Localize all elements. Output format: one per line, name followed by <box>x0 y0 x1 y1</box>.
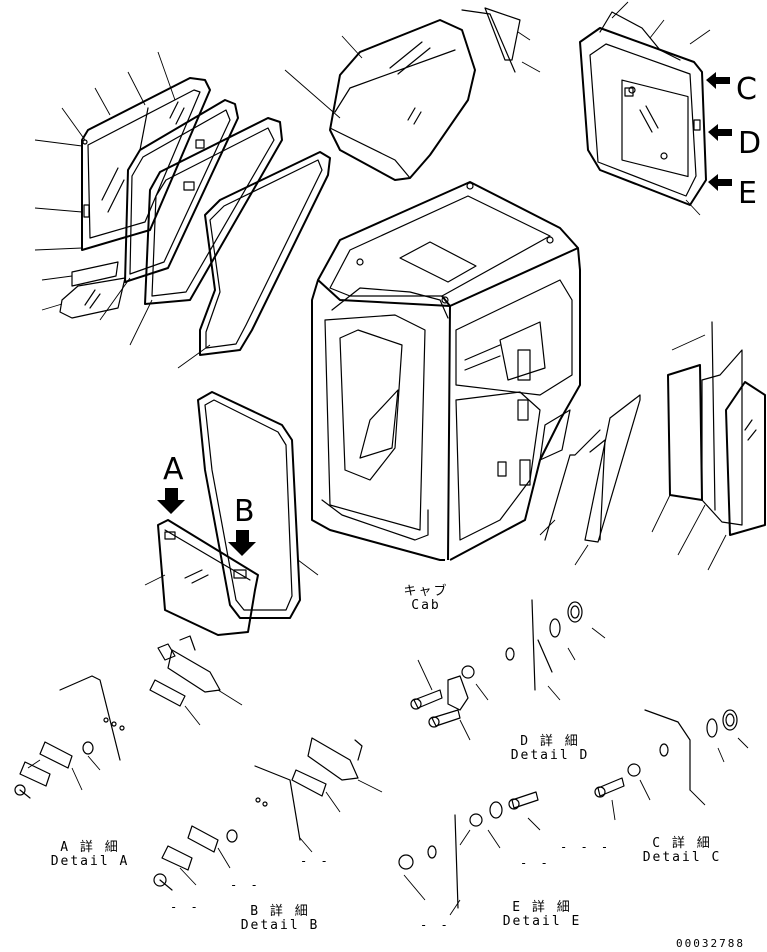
view-label-c: C <box>736 72 757 107</box>
view-arrow-a <box>157 488 185 514</box>
front-window-seal-1 <box>124 99 239 283</box>
detail-e-label-jp: E 詳 細 <box>512 900 572 915</box>
front-window-seal-3 <box>199 151 331 356</box>
dash-mark: - - <box>170 900 201 914</box>
detail-e-parts <box>398 791 541 916</box>
roof-glass <box>284 19 476 181</box>
roof-strip <box>461 7 541 73</box>
detail-b-label-jp: B 詳 細 <box>250 904 310 919</box>
detail-a-label-en: Detail A <box>50 854 130 869</box>
cab-body <box>311 181 581 561</box>
drawing-code: 00032788 <box>676 937 745 950</box>
front-window-seal-2 <box>144 117 283 305</box>
side-glass-panels <box>651 321 766 571</box>
side-glass-strips <box>539 394 641 566</box>
view-label-b: B <box>234 494 255 529</box>
detail-b-parts <box>153 737 383 891</box>
view-label-d: D <box>738 126 762 161</box>
view-arrow-c <box>706 72 730 89</box>
cab-label-jp: キャブ <box>403 584 449 599</box>
rear-window-glass <box>579 1 711 216</box>
detail-d-label-en: Detail D <box>510 748 590 763</box>
detail-a-label-jp: A 詳 細 <box>60 840 120 855</box>
view-label-e: E <box>738 176 757 211</box>
front-window-glass <box>81 77 211 251</box>
front-window-leaders <box>34 51 211 369</box>
dash-mark: - - - <box>560 840 612 854</box>
detail-d-parts <box>410 599 606 741</box>
dash-mark: - - <box>230 878 261 892</box>
view-arrow-e <box>708 174 732 191</box>
door-glass-frame <box>197 391 319 619</box>
detail-c-parts <box>594 709 749 821</box>
dash-mark: - - <box>520 856 551 870</box>
detail-c-label-en: Detail C <box>642 850 722 865</box>
view-arrow-d <box>708 124 732 141</box>
detail-b-label-en: Detail B <box>240 918 320 933</box>
view-label-a: A <box>163 452 184 487</box>
lower-front-glass <box>59 261 126 319</box>
door-glass-panel <box>144 519 259 636</box>
dash-mark: - - <box>300 854 331 868</box>
detail-e-label-en: Detail E <box>502 914 582 929</box>
dash-mark: - - <box>420 918 451 932</box>
view-arrow-b <box>228 530 256 556</box>
detail-a-parts <box>14 635 243 799</box>
cab-label-en: Cab <box>411 598 441 613</box>
detail-c-label-jp: C 詳 細 <box>652 836 712 851</box>
detail-d-label-jp: D 詳 細 <box>520 734 580 749</box>
